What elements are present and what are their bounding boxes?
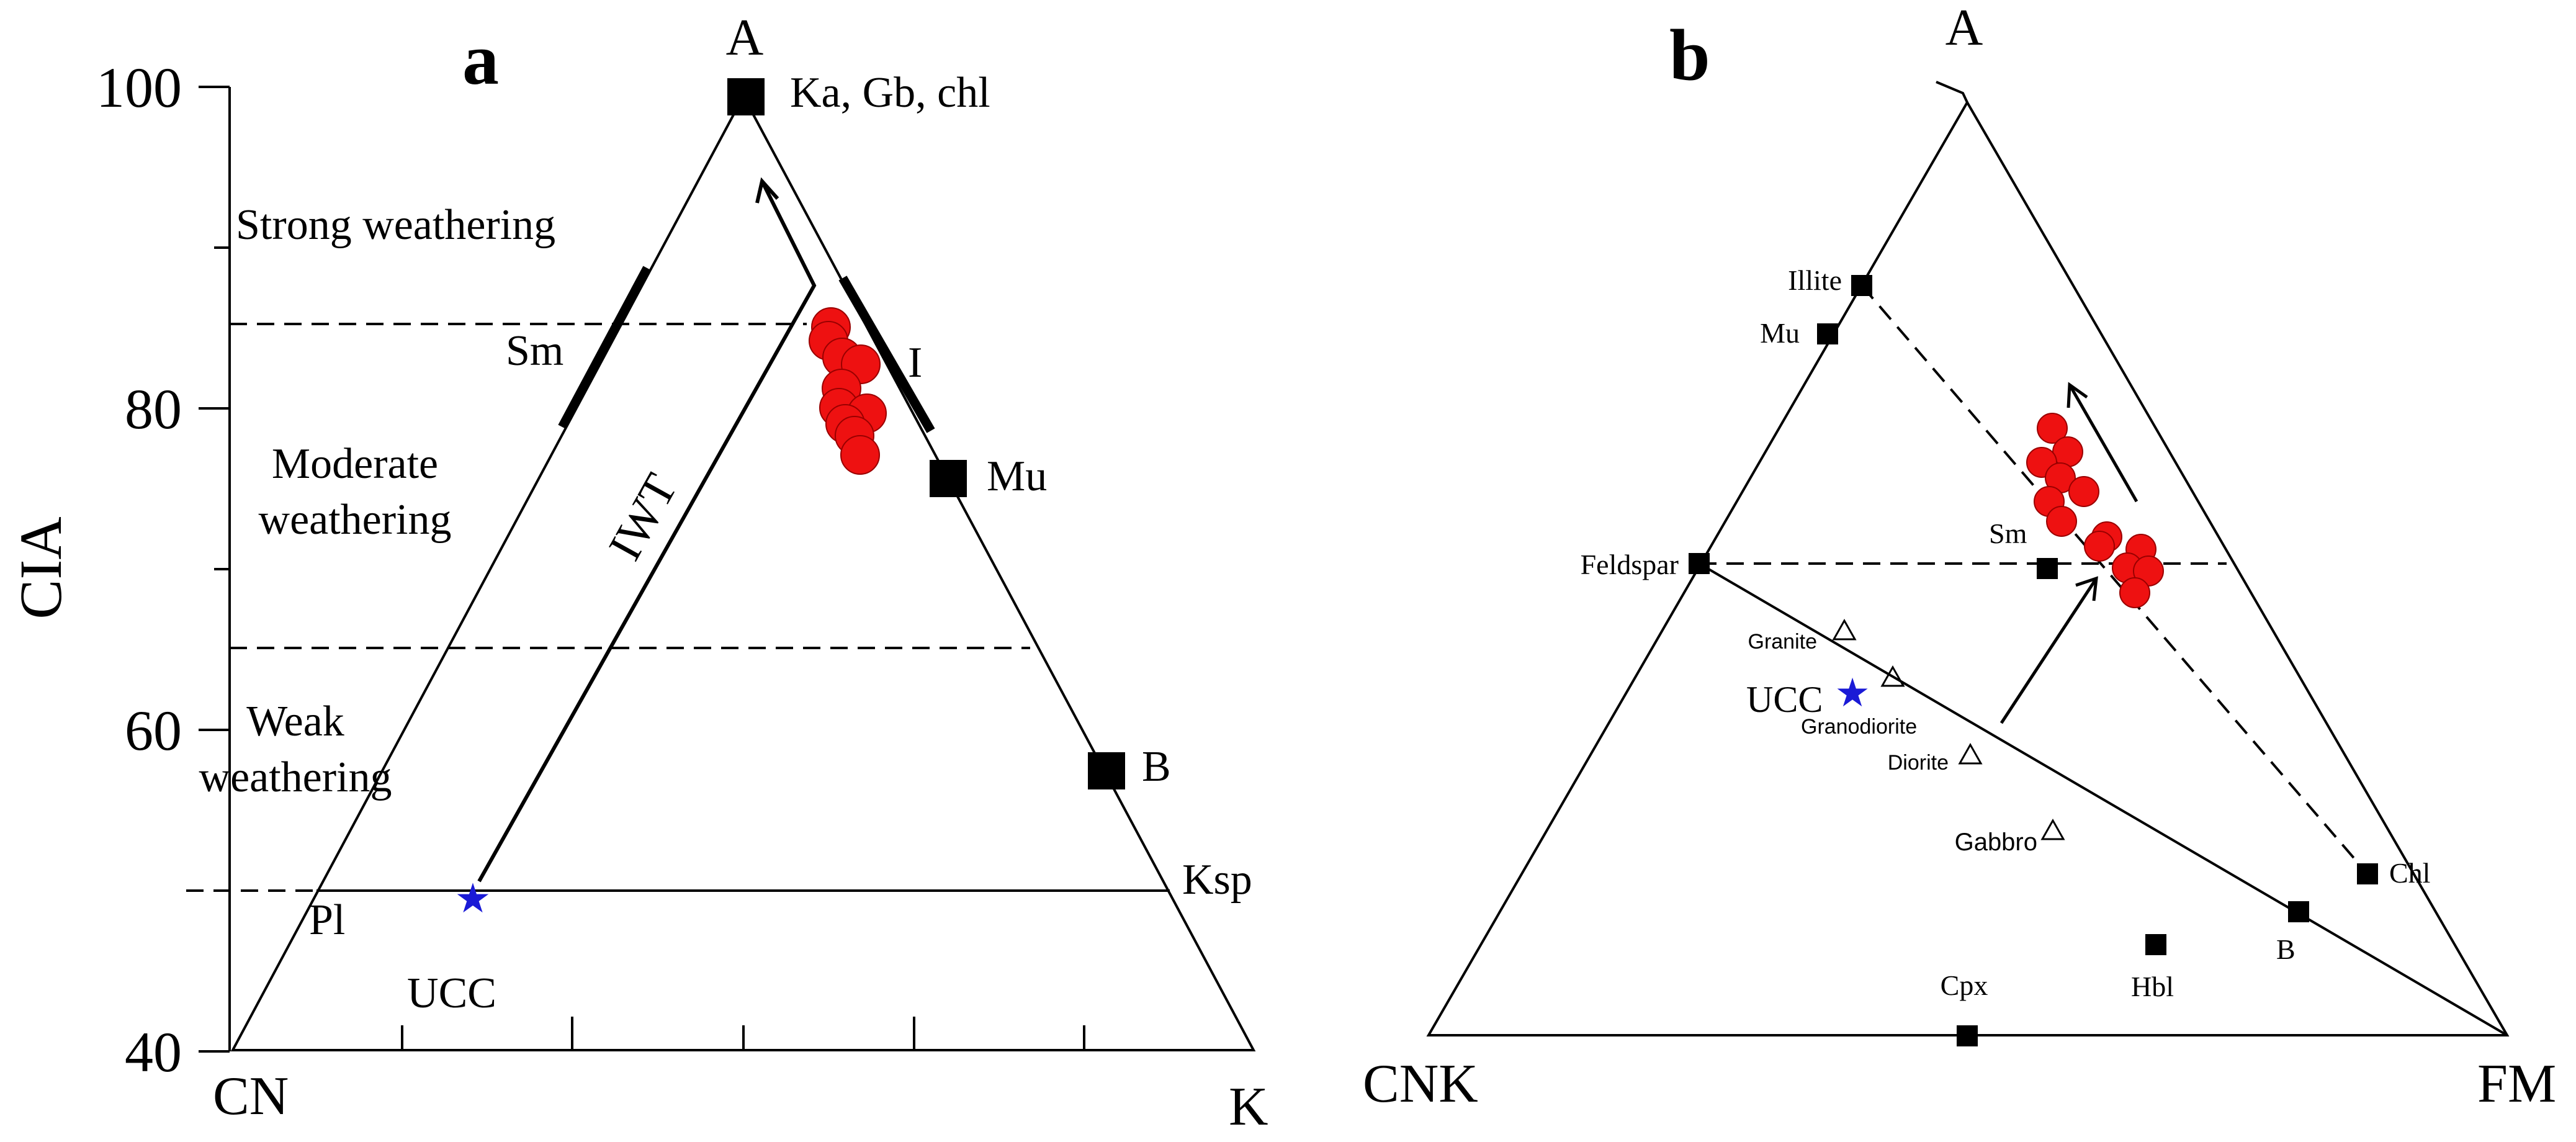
biotite-marker [1088, 752, 1125, 789]
diorite-marker [1958, 742, 1983, 765]
ka-gb-chl-label: Ka, Gb, chl [790, 69, 990, 117]
sm-label-b: Sm [1989, 518, 2027, 549]
sample-point [840, 435, 880, 475]
illite-range-bar [838, 276, 935, 433]
b-label-b: B [2276, 933, 2296, 965]
b-label: B [1142, 743, 1171, 791]
granodiorite-marker [1880, 665, 1905, 687]
ucc-label: UCC [407, 969, 496, 1017]
cpx-marker [1957, 1025, 1978, 1046]
granite-marker [1832, 618, 1857, 641]
illite-label: I [908, 339, 922, 387]
sample-points-b [2026, 413, 2164, 608]
granite-label: Granite [1748, 630, 1818, 654]
sample-point [2084, 531, 2115, 562]
y-tick-label: 100 [96, 56, 182, 119]
sample-point [2037, 413, 2068, 444]
iwt-arrowhead [755, 177, 779, 204]
gabbro-label: Gabbro [1955, 829, 2037, 856]
gabbro-marker [2040, 818, 2065, 840]
panel-a-label: a [462, 19, 499, 100]
cpx-label: Cpx [1941, 969, 1988, 1001]
feldspar-fm-line [1698, 562, 2508, 1036]
corner-label-a-b: A [1945, 0, 1983, 56]
apex-mark [1936, 81, 1968, 103]
panel-a: a 100 80 60 40 CIA A CN K Strong weat [7, 9, 1268, 1137]
zone-label-moderate-2: weathering [259, 496, 452, 544]
ksp-label: Ksp [1182, 856, 1252, 904]
ka-gb-chl-marker [727, 78, 765, 115]
corner-label-a: A [726, 9, 764, 66]
mu-marker [930, 460, 967, 497]
zone-label-weak: Weak [246, 698, 344, 745]
panel-b-label: b [1669, 14, 1710, 96]
chl-marker [2357, 863, 2378, 884]
y-tick-label: 80 [125, 377, 182, 441]
ucc-star-marker: ★ [454, 875, 491, 921]
illite-marker [1851, 275, 1872, 296]
corner-label-k: K [1229, 1077, 1268, 1137]
sample-point [2052, 436, 2083, 467]
ucc-star-marker-b: ★ [1834, 670, 1870, 715]
illite-label-b: Illite [1788, 264, 1842, 296]
sm-range-bar [558, 266, 652, 429]
trend-arrowhead-upper [2067, 382, 2088, 408]
hbl-label: Hbl [2131, 971, 2174, 1002]
ucc-label-b: UCC [1746, 679, 1823, 720]
corner-label-cnk: CNK [1363, 1054, 1478, 1114]
zone-label-moderate: Moderate [272, 440, 438, 488]
feldspar-label: Feldspar [1581, 549, 1679, 580]
trend-arrow-upper [2068, 384, 2138, 503]
mu-marker-b [1817, 323, 1838, 344]
sm-marker [2037, 558, 2058, 579]
trend-arrow-lower [1999, 577, 2098, 724]
feldspar-marker [1689, 553, 1710, 574]
zone-label-strong: Strong weathering [236, 201, 555, 249]
hbl-marker [2145, 934, 2166, 955]
sample-points-a [809, 307, 887, 475]
sample-point [2119, 577, 2150, 608]
y-tick-label: 60 [125, 699, 182, 762]
sample-point [2046, 506, 2077, 537]
corner-label-fm: FM [2477, 1054, 2556, 1114]
illite-chlorite-dashed-line [1860, 284, 2369, 875]
granodiorite-label: Granodiorite [1801, 715, 1917, 739]
iwt-label: IWT [599, 465, 688, 569]
iwt-trend-line [477, 180, 817, 883]
mu-label: Mu [987, 452, 1047, 500]
zone-label-weak-2: weathering [199, 753, 392, 801]
y-axis-title: CIA [7, 516, 74, 619]
panel-b: b A CNK FM Illite Mu Feldspar Sm Chl B H… [1363, 0, 2556, 1114]
pl-label: Pl [309, 896, 345, 944]
y-tick-label: 40 [125, 1020, 182, 1084]
corner-label-cn: CN [213, 1066, 289, 1126]
sample-point [2068, 476, 2099, 507]
b-marker-b [2288, 901, 2309, 922]
chl-label: Chl [2389, 857, 2430, 889]
trend-arrowhead-lower [2075, 576, 2098, 601]
mu-label-b: Mu [1760, 317, 1800, 349]
sm-label: Sm [506, 327, 563, 375]
diorite-label: Diorite [1888, 751, 1949, 775]
